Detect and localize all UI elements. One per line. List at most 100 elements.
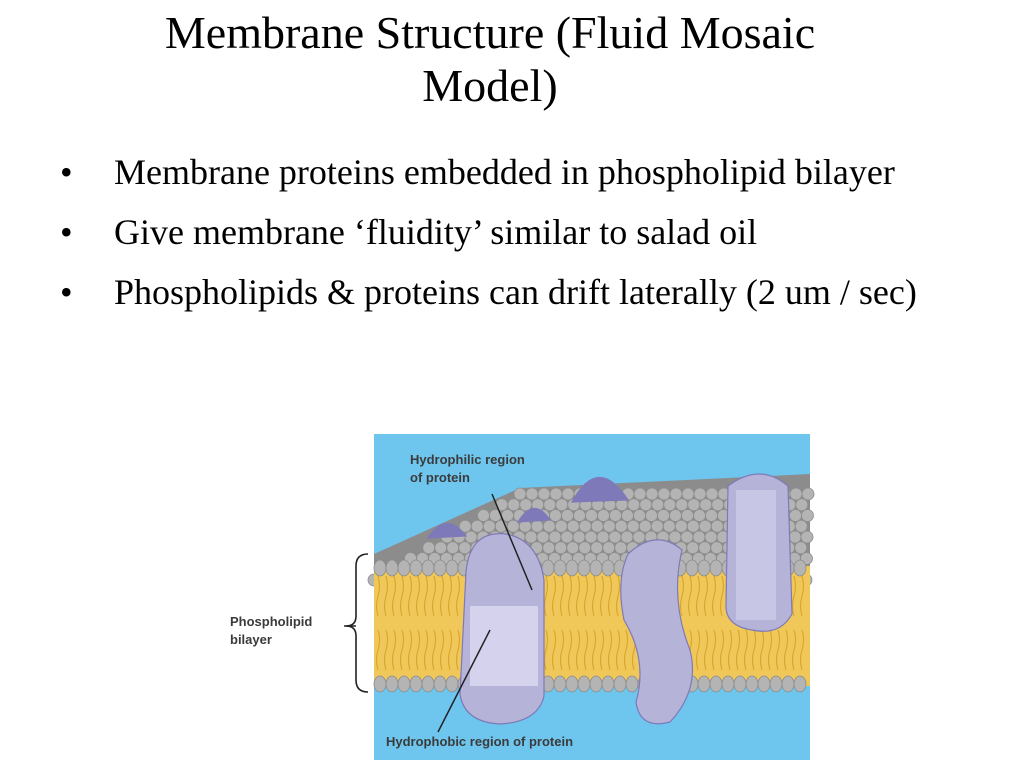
- phospholipid-head: [711, 498, 725, 512]
- phospholipid-head: [627, 498, 641, 512]
- phospholipid-tail: [703, 629, 709, 671]
- phospholipid-head: [669, 509, 682, 522]
- phospholipid-head: [458, 541, 472, 555]
- phospholipid-head: [669, 487, 683, 501]
- phospholipid-head: [657, 509, 670, 522]
- phospholipid-head: [597, 509, 610, 522]
- phospholipid-head: [710, 519, 724, 533]
- phospholipid-head: [801, 487, 815, 501]
- bullet-marker: •: [60, 272, 73, 312]
- phospholipid-head: [697, 675, 711, 693]
- phospholipid-tail: [751, 629, 757, 671]
- phospholipid-tail: [399, 629, 405, 671]
- phospholipid-tail: [375, 575, 381, 617]
- phospholipid-head: [553, 559, 567, 577]
- phospholipid-head: [686, 519, 700, 533]
- phospholipid-tail: [575, 629, 581, 671]
- phospholipid-head: [788, 530, 802, 544]
- phospholipid-head: [537, 487, 551, 501]
- phospholipid-head: [409, 559, 423, 577]
- phospholipid-tail: [447, 629, 453, 671]
- phospholipid-head: [525, 487, 539, 501]
- phospholipid-tail: [439, 629, 445, 671]
- slide-title: Membrane Structure (Fluid Mosaic Model): [164, 7, 816, 111]
- phospholipid-head: [789, 487, 803, 501]
- phospholipid-head: [769, 675, 783, 693]
- protein-hydrophobic-band: [736, 490, 776, 620]
- label-hydrophilic-line1: Hydrophilic region: [410, 452, 525, 467]
- phospholipid-head: [553, 675, 567, 693]
- phospholipid-head: [422, 541, 436, 555]
- phospholipid-head: [385, 559, 399, 577]
- phospholipid-tail: [551, 575, 557, 617]
- bullet-text: Give membrane ‘fluidity’ similar to sala…: [114, 212, 758, 252]
- phospholipid-head: [693, 509, 706, 522]
- phospholipid-head: [675, 498, 689, 512]
- phospholipid-head: [639, 498, 653, 512]
- phospholipid-head: [795, 498, 809, 512]
- phospholipid-tail: [783, 629, 789, 671]
- phospholipid-tail: [759, 629, 765, 671]
- bullet-item: • Membrane proteins embedded in phosphol…: [60, 150, 920, 194]
- phospholipid-tail: [799, 629, 805, 671]
- phospholipid-head: [650, 519, 664, 533]
- phospholipid-head: [693, 487, 707, 501]
- phospholipid-head: [433, 559, 447, 577]
- phospholipid-head: [542, 519, 556, 533]
- phospholipid-head: [657, 487, 671, 501]
- phospholipid-head: [745, 675, 759, 693]
- phospholipid-tail: [375, 629, 381, 671]
- phospholipid-head: [681, 487, 695, 501]
- phospholipid-head: [794, 519, 808, 533]
- phospholipid-tail: [407, 629, 413, 671]
- phospholipid-tail: [583, 629, 589, 671]
- phospholipid-head: [645, 509, 658, 522]
- phospholipid-head: [549, 487, 563, 501]
- phospholipid-head: [793, 675, 807, 693]
- phospholipid-head: [482, 519, 496, 533]
- phospholipid-head: [781, 675, 795, 693]
- phospholipid-head: [409, 675, 423, 693]
- phospholipid-tail: [447, 575, 453, 617]
- phospholipid-head: [602, 541, 616, 555]
- bullet-list: • Membrane proteins embedded in phosphol…: [60, 150, 920, 330]
- phospholipid-tail: [679, 575, 685, 617]
- phospholipid-head: [710, 541, 724, 555]
- phospholipid-head: [709, 675, 723, 693]
- phospholipid-head: [549, 509, 562, 522]
- phospholipid-head: [699, 498, 713, 512]
- phospholipid-head: [602, 519, 616, 533]
- phospholipid-head: [536, 530, 550, 544]
- phospholipid-tail: [455, 629, 461, 671]
- phospholipid-head: [589, 675, 603, 693]
- integral-protein: [620, 539, 694, 725]
- protein-dome: [426, 522, 468, 539]
- phospholipid-tail: [743, 629, 749, 671]
- phospholipid-head: [704, 530, 718, 544]
- phospholipid-head: [566, 519, 580, 533]
- phospholipid-tail: [687, 575, 693, 617]
- phospholipid-tail: [591, 629, 597, 671]
- phospholipid-head: [709, 559, 723, 577]
- phospholipid-head: [687, 498, 701, 512]
- phospholipid-head: [590, 541, 604, 555]
- phospholipid-tail: [551, 629, 557, 671]
- phospholipid-head: [385, 675, 399, 693]
- phospholipid-head: [507, 498, 521, 512]
- phospholipid-head: [721, 675, 735, 693]
- phospholipid-tail: [559, 575, 565, 617]
- phospholipid-head: [621, 509, 634, 522]
- phospholipid-head: [554, 519, 568, 533]
- phospholipid-tail: [623, 629, 629, 671]
- phospholipid-head: [565, 675, 579, 693]
- phospholipid-head: [561, 509, 574, 522]
- phospholipid-head: [668, 530, 682, 544]
- phospholipid-head: [662, 519, 676, 533]
- phospholipid-head: [541, 559, 555, 577]
- phospholipid-head: [566, 541, 580, 555]
- phospholipid-head: [445, 675, 459, 693]
- phospholipid-tail: [391, 575, 397, 617]
- bullet-item: • Give membrane ‘fluidity’ similar to sa…: [60, 210, 920, 254]
- phospholipid-head: [373, 559, 387, 577]
